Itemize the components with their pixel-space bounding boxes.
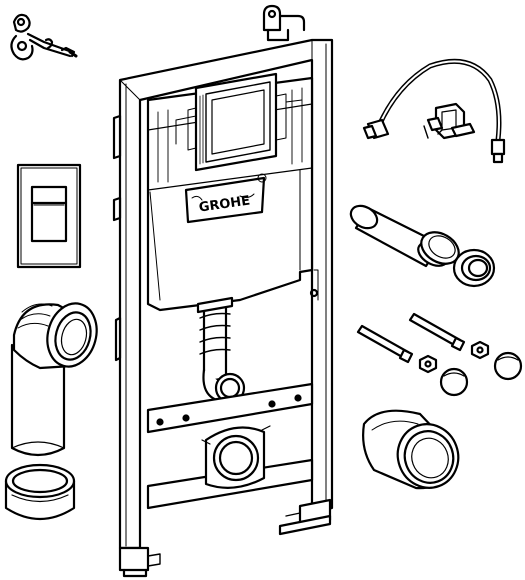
fixing-bolts-set: [356, 312, 523, 397]
pipe-sleeve: [4, 463, 76, 520]
brand-label: GROHE: [198, 194, 251, 216]
pipe-seal-ring: [452, 248, 496, 288]
flexible-water-hose: [362, 58, 506, 164]
pan-connector-bend: [10, 302, 98, 457]
installation-frame: [112, 4, 334, 578]
wall-anchor-bracket: [10, 13, 78, 61]
drain-sleeve-cup: [362, 409, 460, 490]
straight-connection-pipe: [349, 204, 460, 268]
flush-plate: [16, 163, 82, 269]
